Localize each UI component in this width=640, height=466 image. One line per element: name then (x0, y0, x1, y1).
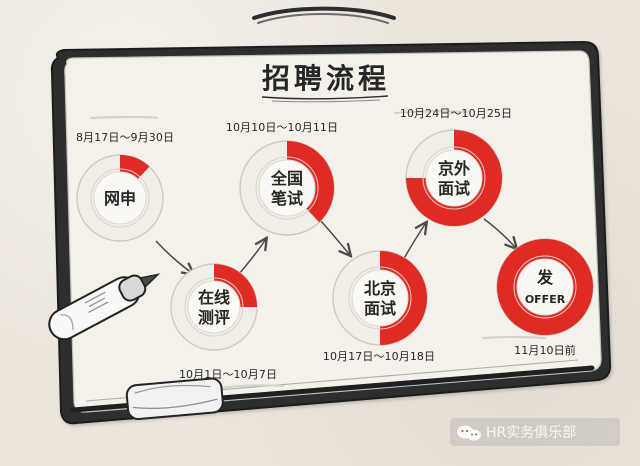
step-1-label: 网申 (104, 189, 136, 208)
step-1-date-label: 8月17日～9月30日 (76, 131, 174, 144)
board-handle-inner (257, 13, 389, 24)
step-6-mid-ring (513, 255, 577, 319)
step-3-mid-ring (255, 156, 319, 220)
board-eraser (125, 377, 224, 421)
step-1-center (93, 171, 147, 225)
watermark-text: HR实务俱乐部 (486, 425, 576, 441)
step-3-label-line-1: 全国 (270, 169, 303, 188)
step-1-mid-ring (90, 168, 150, 228)
scribble-lines (89, 110, 547, 389)
board-handle (252, 6, 396, 20)
step-3-progress-ring (287, 141, 334, 223)
marker-pen (48, 273, 161, 341)
step-2-progress-ring (214, 264, 257, 307)
step-2-label-line-2: 测评 (198, 308, 230, 327)
step-6-node: 11月10日前 发 OFFER (496, 238, 594, 357)
watermark: HR实务俱乐部 (450, 418, 620, 446)
step-6-center (516, 258, 574, 316)
step-3-center (258, 159, 316, 217)
step-5-center (425, 149, 483, 207)
step-6-label-line-2: OFFER (525, 293, 566, 306)
step-5-progress-ring (406, 130, 502, 226)
step-4-label-line-1: 北京 (364, 279, 396, 298)
step-5-label-line-2: 面试 (438, 179, 470, 198)
step-4-mid-ring (348, 266, 412, 330)
step-4-progress-ring (380, 251, 427, 345)
step-5-mid-ring (422, 146, 486, 210)
flow-arrow-5 (483, 218, 516, 248)
step-6-progress-ring (497, 239, 593, 335)
step-5-label-line-1: 京外 (438, 159, 470, 178)
title-underline (261, 95, 389, 100)
step-4-date-label: 10月17日～10月18日 (323, 350, 435, 363)
step-3-label-line-2: 笔试 (271, 189, 303, 208)
page-title: 招聘流程 (262, 62, 390, 95)
step-6-label-line-1: 发 (536, 268, 554, 287)
step-2-mid-ring (184, 277, 244, 337)
step-4-center (351, 269, 409, 327)
flow-arrow-3 (319, 219, 350, 255)
title-underline-secondary (271, 99, 381, 103)
step-4-label-line-2: 面试 (364, 299, 396, 318)
step-3-date-label: 10月10日～10月11日 (226, 121, 338, 134)
step-2-label-line-1: 在线 (198, 288, 230, 307)
step-5-date-label: 10月24日～10月25日 (400, 107, 512, 120)
wechat-icon (457, 425, 481, 441)
step-2-center (187, 280, 241, 334)
step-2-date-label: 10月1日～10月7日 (179, 368, 277, 381)
step-6-date-label: 11月10日前 (514, 343, 576, 357)
